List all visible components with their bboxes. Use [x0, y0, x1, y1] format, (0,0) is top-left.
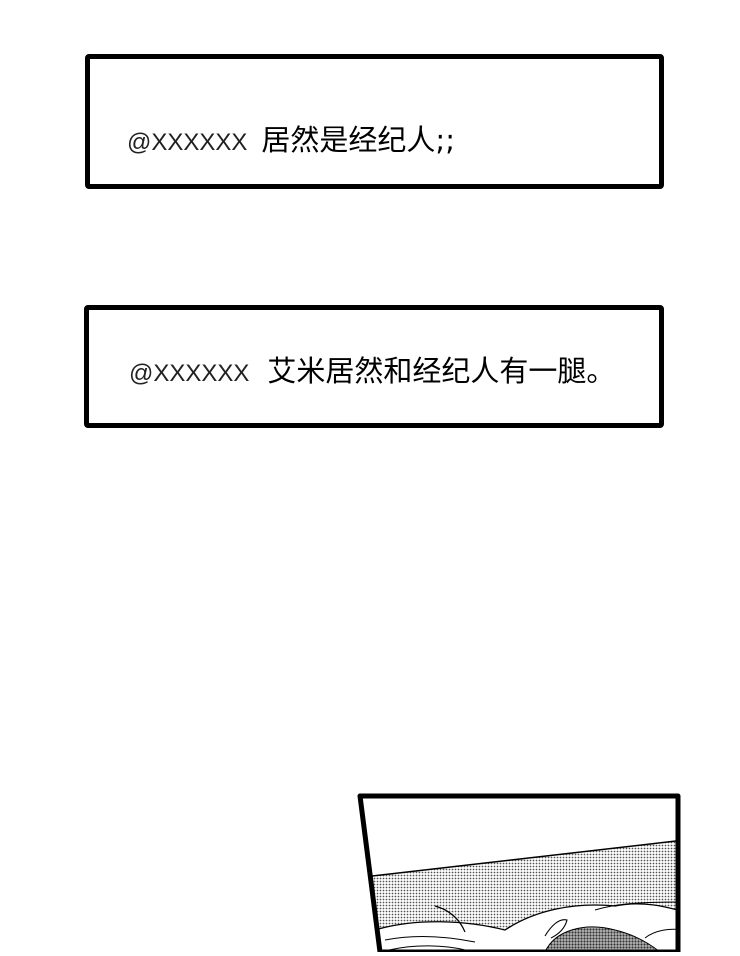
comment-box-1: @XXXXXX 居然是经纪人;; — [85, 54, 664, 189]
comment-box-2: @XXXXXX 艾米居然和经纪人有一腿。 — [84, 305, 664, 428]
comment-line: @XXXXXX 艾米居然和经纪人有一腿。 — [129, 348, 615, 390]
comment-text: 艾米居然和经纪人有一腿。 — [267, 354, 616, 388]
comment-handle: @XXXXXX — [127, 129, 248, 156]
comic-illustration — [357, 793, 681, 955]
comment-text: 居然是经纪人;; — [261, 123, 455, 157]
comment-handle: @XXXXXX — [129, 360, 250, 387]
comment-line: @XXXXXX 居然是经纪人;; — [127, 117, 455, 159]
comic-panel — [355, 790, 685, 955]
